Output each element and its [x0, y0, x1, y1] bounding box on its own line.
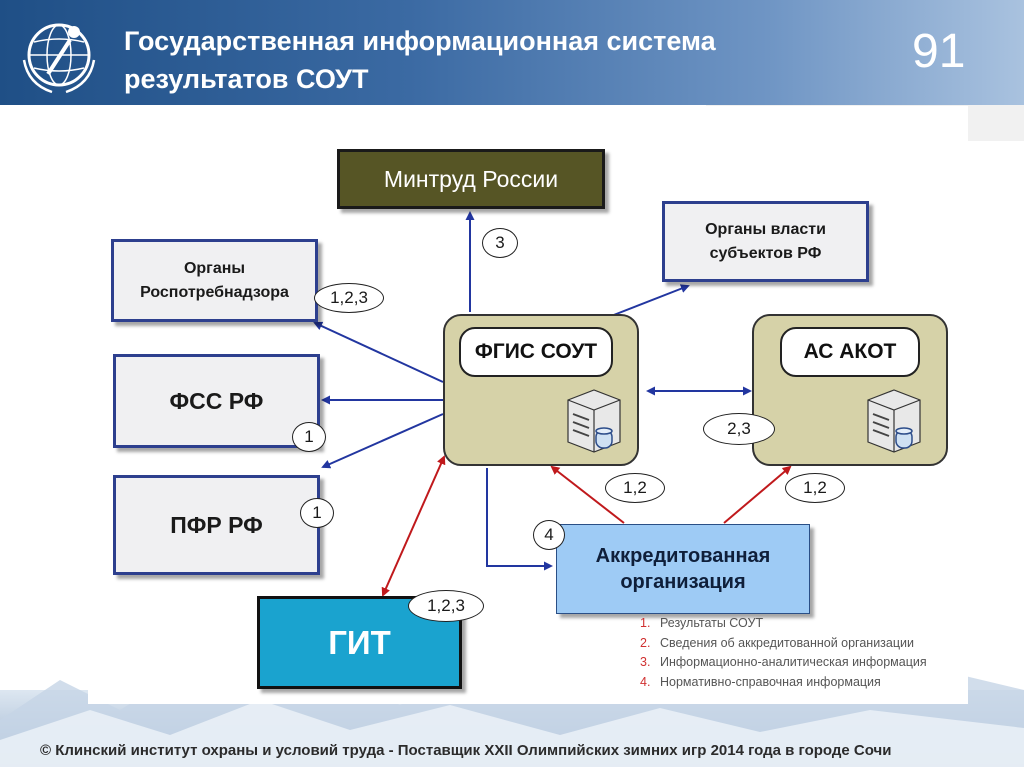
arrow-fgis-to-organy-vlasti [605, 284, 690, 319]
label-accr-to-akot: 1,2 [785, 473, 845, 503]
legend-item: 2.Сведения об аккредитованной организаци… [640, 635, 914, 650]
node-pfr: ПФР РФ [113, 475, 320, 575]
legend-item: 3.Информационно-аналитическая информация [640, 655, 927, 669]
footer-text: © Клинский институт охраны и условий тру… [40, 742, 892, 759]
label-accredited-number: 4 [533, 520, 565, 550]
arrow-fgis-git [381, 455, 446, 597]
globe-logo-icon [22, 23, 96, 94]
legend-item: 1.Результаты СОУТ [640, 616, 764, 630]
arrow-accredited-to-akot [723, 465, 792, 524]
fgis-title: ФГИС СОУТ [459, 327, 613, 377]
header-bar [0, 0, 1024, 105]
arrow-fgis-to-rospotrebnadzor [313, 321, 444, 383]
server-icon [567, 389, 621, 453]
page-number: 91 [912, 25, 966, 78]
node-rospotrebnadzor: Органы Роспотребнадзора [111, 239, 318, 322]
legend-item: 4.Нормативно-справочная информация [640, 674, 881, 689]
as-akot-title: АС АКОТ [780, 327, 920, 377]
arrow-accredited-to-fgis [550, 465, 625, 524]
label-fgis-akot: 2,3 [703, 413, 775, 445]
arrow-fgis-to-pfr [321, 413, 444, 469]
label-accr-to-fgis: 1,2 [605, 473, 665, 503]
label-to-fss: 1 [292, 422, 326, 452]
node-organy-vlasti: Органы власти субъектов РФ [662, 201, 869, 282]
server-icon [867, 389, 921, 453]
node-fss: ФСС РФ [113, 354, 320, 448]
label-to-mintrud: 3 [482, 228, 518, 258]
label-git: 1,2,3 [408, 590, 484, 622]
label-to-pfr: 1 [300, 498, 334, 528]
arrow-fgis-to-accredited [486, 468, 553, 571]
page-title: Государственная информационная система р… [124, 26, 716, 94]
label-to-rospotrebnadzor: 1,2,3 [314, 283, 384, 313]
node-accredited: Аккредитованная организация [556, 524, 810, 614]
node-mintrud: Минтруд России [337, 149, 605, 209]
legend-list: 1.Результаты СОУТ 2.Сведения об аккредит… [640, 614, 927, 692]
